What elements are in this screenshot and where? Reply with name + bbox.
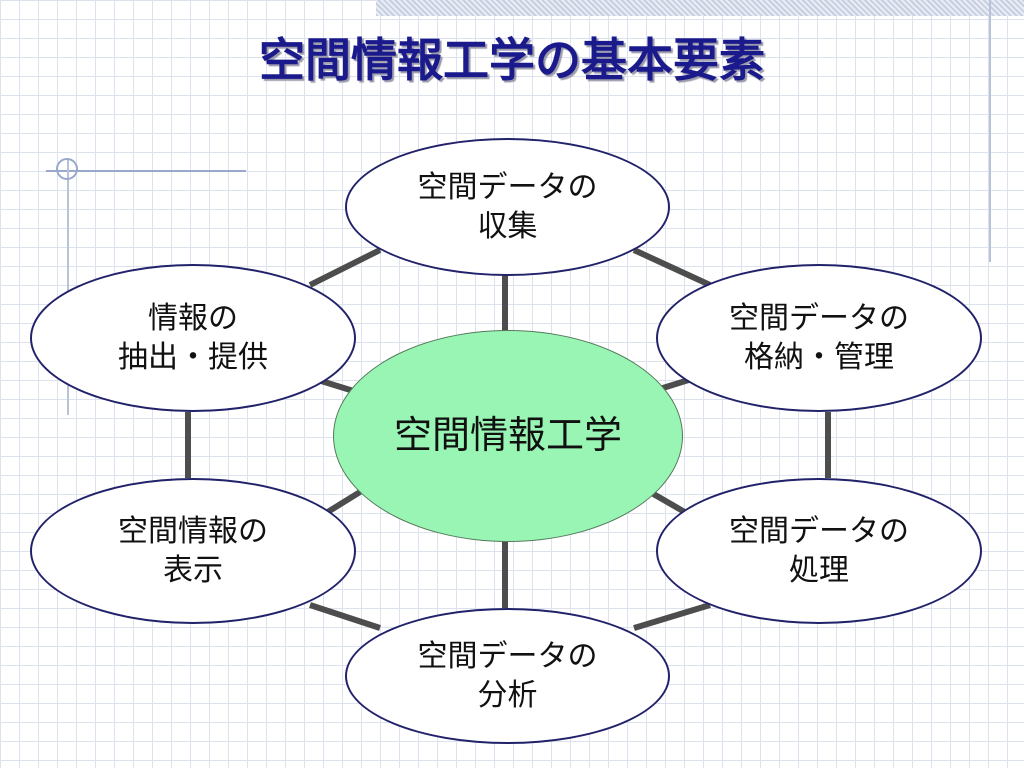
node-info-extraction: 情報の 抽出・提供 (30, 264, 356, 412)
node-data-collection-line-1: 空間データの (417, 170, 598, 205)
page-title: 空間情報工学の基本要素 (259, 33, 765, 87)
ring-line-process-analysis (633, 602, 711, 631)
decorative-vertical-line-left (67, 160, 69, 415)
node-info-display-line-1: 空間情報の (118, 514, 268, 549)
center-node: 空間情報工学 (333, 330, 683, 542)
node-data-analysis: 空間データの 分析 (345, 608, 670, 744)
node-data-analysis-line-2: 分析 (477, 678, 538, 713)
node-data-processing: 空間データの 処理 (656, 478, 982, 624)
ring-line-collect-storage (632, 247, 712, 288)
decorative-vertical-line-right (989, 0, 991, 262)
node-data-processing-line-2: 処理 (789, 553, 849, 588)
node-data-collection-line-2: 収集 (477, 209, 538, 244)
decorative-circle-icon (56, 158, 78, 180)
node-data-storage: 空間データの 格納・管理 (656, 264, 982, 412)
decorative-horizontal-line-left (46, 170, 246, 172)
center-node-label: 空間情報工学 (393, 413, 622, 458)
node-info-extraction-line-2: 抽出・提供 (118, 340, 268, 375)
node-data-collection: 空間データの 収集 (345, 138, 670, 276)
ring-line-analysis-display (309, 602, 381, 631)
node-data-storage-line-2: 格納・管理 (744, 340, 894, 375)
node-info-display: 空間情報の 表示 (30, 478, 356, 624)
node-data-processing-line-1: 空間データの (729, 514, 909, 549)
node-info-display-line-2: 表示 (163, 553, 223, 588)
node-data-storage-line-1: 空間データの (729, 301, 909, 336)
node-data-analysis-line-1: 空間データの (417, 639, 598, 674)
ring-line-extract-collect (308, 247, 382, 288)
decorative-top-band (376, 0, 1024, 16)
node-info-extraction-line-1: 情報の (148, 301, 238, 336)
